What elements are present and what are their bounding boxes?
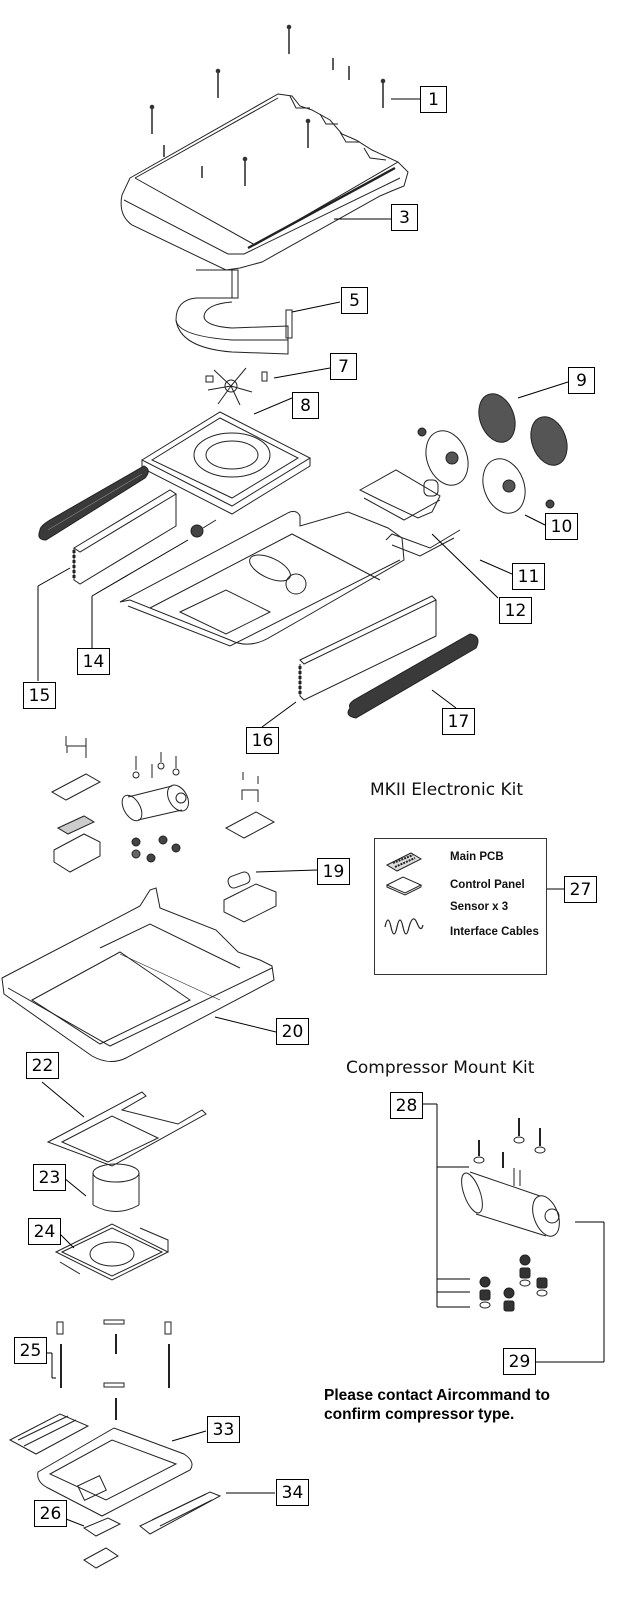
callout-19: 19 [317,858,350,885]
callout-15: 15 [23,682,56,709]
callout-29: 29 [503,1348,536,1375]
callout-9: 9 [568,367,595,394]
fan-blade-part-7 [205,367,268,406]
callout-12: 12 [499,597,532,624]
callout-3: 3 [391,204,418,231]
cables-icon [384,918,424,935]
callout-34: 34 [276,1479,309,1506]
note-line-1: Please contact Aircommand to [324,1387,550,1404]
leader-lines [37,98,605,1527]
return-grille-part-34 [139,1491,222,1535]
screws-part-1 [149,24,386,186]
callout-5: 5 [341,287,368,314]
grommet-part-14 [190,519,217,538]
callout-26: 26 [34,1500,67,1527]
accumulator-frame-part-12 [358,469,441,521]
kit-item-control-panel: Control Panel [450,879,525,891]
callout-7: 7 [330,353,357,380]
callout-23: 23 [33,1164,66,1191]
compressor-note: Please contact Aircommand to confirm com… [324,1386,550,1424]
right-side-grille-part-17 [347,633,479,719]
control-panel-part-26 [82,1517,122,1569]
base-pan-part-20 [1,887,275,1062]
compressor-art-part-29 [461,1118,560,1312]
u-shroud-part-5 [175,269,293,355]
kit-item-sensor: Sensor x 3 [450,901,509,913]
left-side-grille [38,465,149,541]
top-cover-part-3 [120,93,409,271]
components-part-19 [50,736,277,923]
condenser-fan-guards-part-9 [478,393,568,466]
left-coil-part-15 [72,489,177,585]
control-panel-icon [385,876,423,896]
callout-20: 20 [276,1018,309,1045]
condenser-fans-part-10 [417,427,555,514]
evaporator-housing-part-8 [140,411,312,515]
callout-25: 25 [14,1337,47,1364]
callout-1: 1 [420,86,447,113]
right-coil-part-16 [298,595,437,701]
callout-33: 33 [207,1416,240,1443]
callout-17: 17 [442,708,475,735]
electronic-kit-title: MKII Electronic Kit [370,780,523,800]
ceiling-assembly-part-33 [8,1413,193,1517]
callout-24: 24 [28,1218,61,1245]
base-assembly-top [119,510,405,647]
callout-8: 8 [292,392,319,419]
callout-27: 27 [564,876,597,903]
kit-item-main-pcb: Main PCB [450,851,504,863]
callout-16: 16 [246,727,279,754]
pcb-icon [385,852,423,872]
callout-11: 11 [512,563,545,590]
callout-10: 10 [545,513,578,540]
kit-item-interface-cables: Interface Cables [450,926,539,938]
compressor-kit-title: Compressor Mount Kit [346,1058,535,1078]
callout-14: 14 [77,648,110,675]
mounting-bolts-part-25 [56,1319,172,1420]
ceiling-frame-part-24 [54,1223,170,1281]
callout-28: 28 [390,1092,423,1119]
note-line-2: confirm compressor type. [324,1406,515,1423]
gasket-part-22 [46,1091,207,1167]
duct-collar-part-23 [92,1163,140,1212]
kit-icons [384,852,424,935]
electronic-kit-box: Main PCB Control Panel Sensor x 3 Interf… [374,838,547,975]
callout-22: 22 [26,1052,59,1079]
